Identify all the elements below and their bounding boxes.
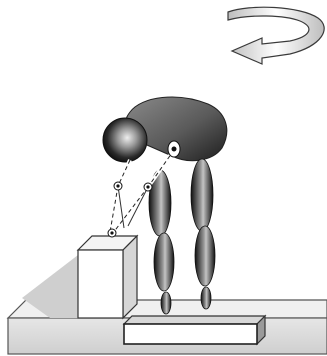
box-block — [78, 236, 137, 318]
rotation-arrow-icon — [228, 7, 324, 64]
robot-legs — [149, 159, 215, 314]
floor-plate — [124, 316, 265, 344]
robot-head — [103, 118, 147, 162]
